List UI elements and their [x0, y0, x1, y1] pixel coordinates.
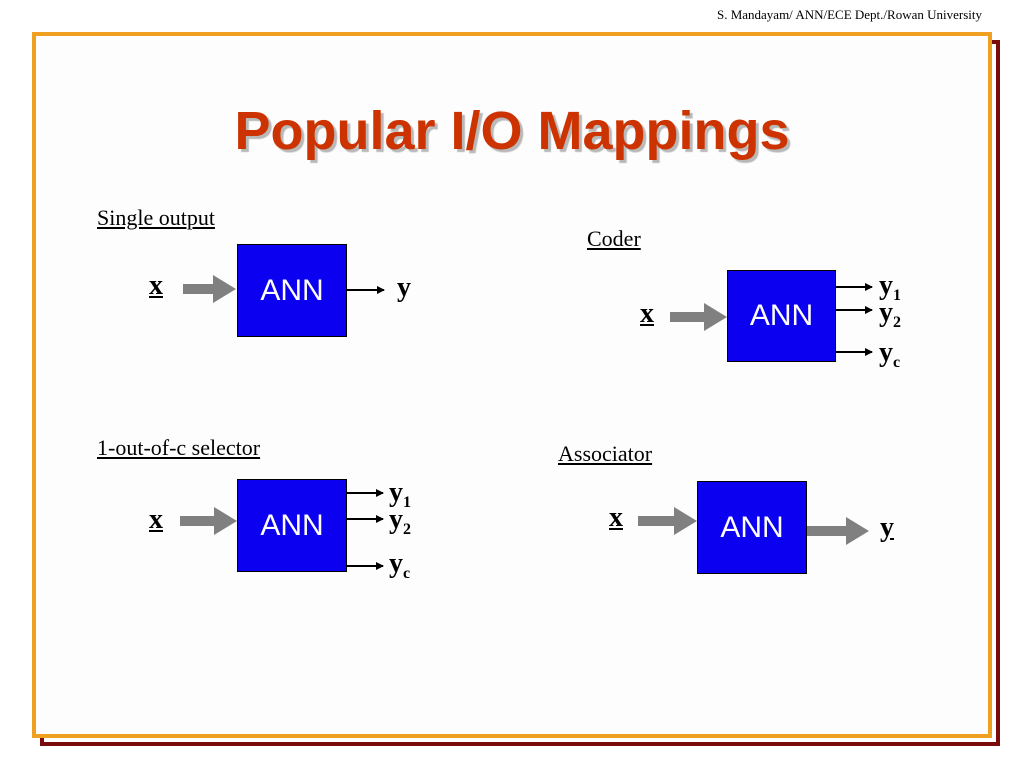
single-output-ann-box: ANN — [237, 244, 347, 337]
coder-output-yc: yc — [879, 337, 901, 371]
associator-label: Associator — [558, 441, 653, 466]
associator-input-x: x — [609, 502, 623, 533]
selector-ann-box: ANN — [237, 479, 347, 572]
coder-label: Coder — [587, 226, 641, 251]
slide-title: Popular I/O Mappings — [234, 101, 790, 161]
coder-ann-box: ANN — [727, 270, 836, 362]
coder-output-y1: y1 — [879, 270, 901, 304]
associator-output-y: y — [880, 512, 894, 543]
associator-input-arrow — [638, 507, 697, 535]
associator-output-arrow — [806, 517, 869, 545]
associator-ann-box: ANN — [697, 481, 807, 574]
coder-input-arrow — [670, 303, 727, 331]
single-output-input-x: x — [149, 270, 163, 301]
selector-output-yc: yc — [389, 548, 411, 582]
selector-input-x: x — [149, 504, 163, 535]
single-output-input-arrow — [183, 275, 236, 303]
selector-input-arrow — [180, 507, 237, 535]
coder-input-x: x — [640, 298, 654, 329]
inner-frame — [32, 32, 992, 738]
single-output-label: Single output — [97, 205, 215, 230]
selector-label: 1-out-of-c selector — [97, 435, 261, 460]
header-credit: S. Mandayam/ ANN/ECE Dept./Rowan Univers… — [716, 7, 982, 22]
slide-content-area — [36, 36, 988, 734]
selector-output-y1: y1 — [389, 477, 411, 511]
single-output-output-y: y — [397, 272, 411, 303]
coder-output-y2: y2 — [879, 297, 901, 331]
selector-output-y2: y2 — [389, 504, 411, 538]
